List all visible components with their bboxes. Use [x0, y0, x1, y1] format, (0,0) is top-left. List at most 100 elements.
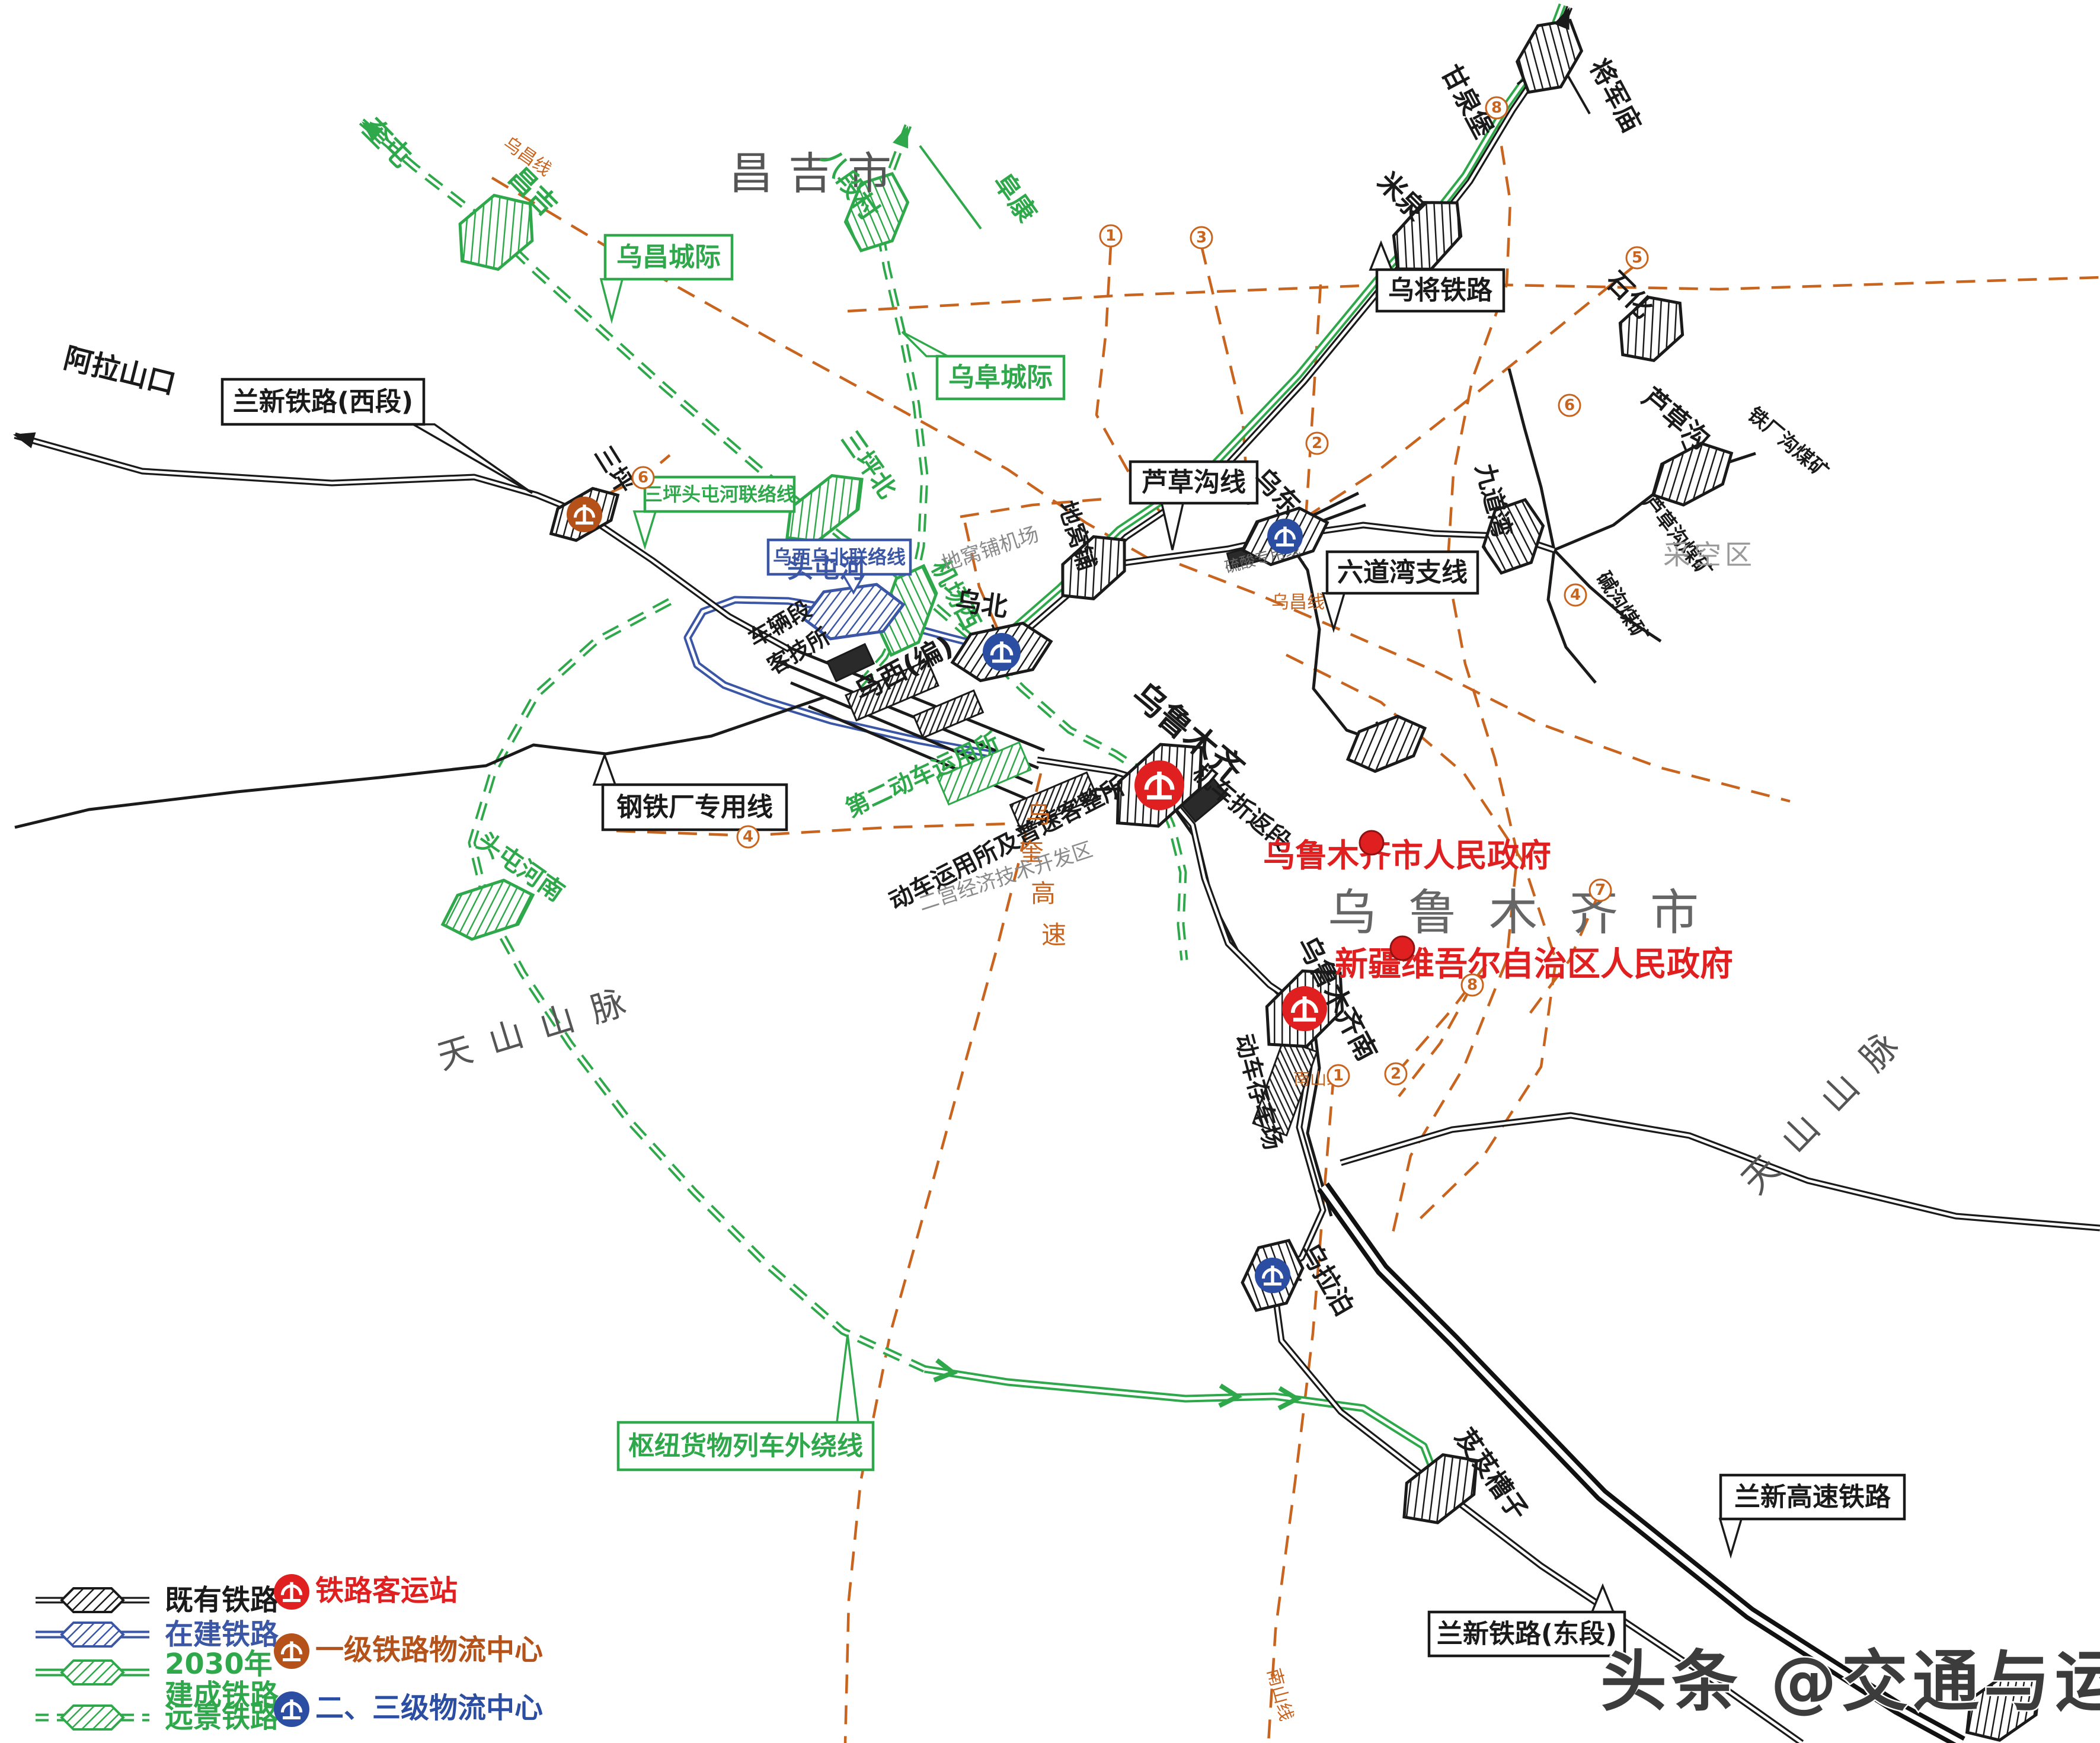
logo-bar [290, 1582, 293, 1600]
road-number-circle [1625, 246, 1649, 270]
railway-logo-brown [567, 497, 602, 532]
watermark-text: 头条 @交通与运输 [1600, 1643, 2100, 1720]
label-box [1129, 460, 1259, 505]
map-label: 采空区 [1663, 539, 1756, 571]
station-symbol-八段村 [843, 172, 910, 252]
station-symbol-芨芨槽子 [1402, 1453, 1478, 1524]
road-number-circle [1564, 583, 1587, 607]
railway-line-gF [470, 600, 926, 1371]
yard-block [826, 642, 875, 683]
line-name-label: 兰新高速铁路 [1734, 1482, 1891, 1512]
station-symbol-头屯河 [801, 583, 906, 641]
yard-block [912, 689, 985, 739]
label-box [766, 538, 912, 576]
legend-station-sample [60, 1622, 125, 1648]
label-box [1375, 268, 1506, 313]
road-number: 2 [1391, 1065, 1401, 1083]
label-box [1719, 1473, 1906, 1521]
label-box [1325, 550, 1479, 595]
map-label: 乌昌线 [1271, 592, 1325, 613]
railway-logo-red [1282, 986, 1327, 1031]
line-name-label: 乌将铁路 [1388, 276, 1493, 306]
station-label-tick [919, 145, 982, 230]
railway-line-ex [1340, 1114, 2100, 1230]
station-symbol-头屯河南 [440, 878, 535, 941]
railway-logo-red [1134, 760, 1184, 810]
road-number-circle [1327, 1064, 1350, 1088]
direction-arrow [893, 126, 909, 149]
direction-arrow [1554, 7, 1570, 30]
station-logos-layer [567, 497, 1327, 1293]
line-name-label: 乌阜城际 [948, 363, 1053, 393]
logo-base [283, 1658, 301, 1662]
label-box [616, 1421, 875, 1472]
logo-base [1293, 1018, 1316, 1022]
road-line [616, 822, 1008, 837]
railway-lines-layer [14, 3, 2100, 1743]
chevron-arrow [1277, 1386, 1302, 1411]
direction-arrows-layer [13, 7, 1570, 1411]
railway-logo-blue [1255, 1258, 1290, 1293]
legend-logo [274, 1633, 309, 1669]
road-number-circle [631, 466, 655, 490]
line-name-label: 乌昌城际 [616, 242, 721, 273]
boxed-labels-layer: 兰新铁路(西段)乌昌城际乌阜城际乌将铁路芦草沟线六道湾支线三坪头屯河联络线乌西乌… [220, 234, 1906, 1658]
road-number-circle [1384, 1062, 1408, 1086]
station-label-tick [1565, 72, 1591, 114]
railway-line-exS [1507, 368, 1556, 551]
map-label: 奎 [1019, 837, 1044, 866]
railway-logo-blue [983, 633, 1021, 671]
road-line [843, 773, 1043, 1743]
map-label: 乌鲁木齐市人民政府 [1263, 837, 1551, 874]
logo-bar [290, 1641, 293, 1659]
road-line [1200, 245, 1250, 506]
station-symbol-六道湾 [1345, 714, 1427, 773]
map-label: 速 [1041, 920, 1066, 949]
line-name-label: 三坪头屯河联络线 [644, 483, 795, 506]
logo-bar [1271, 1265, 1274, 1284]
road-line [1398, 984, 1473, 1098]
road-number: 4 [1570, 586, 1581, 604]
road-line [1285, 653, 1558, 1223]
railway-line-exS [1553, 549, 1662, 643]
road-line [1309, 263, 1638, 516]
line-name-label: 兰新铁路(西段) [233, 387, 413, 417]
road-number-circle [1190, 226, 1213, 250]
map-label: 头屯河 [787, 554, 865, 584]
railway-line-hsr [1321, 1185, 1964, 1743]
legend-label: 远景铁路 [165, 1701, 279, 1734]
legend-station-sample [60, 1587, 125, 1613]
line-name-label: 钢铁厂专用线 [616, 792, 773, 823]
yard-block [845, 659, 939, 722]
station-symbol-石化 [1618, 295, 1685, 363]
logo-bar [1000, 641, 1003, 661]
logo-base [1147, 795, 1172, 799]
legend-label: 既有铁路 [165, 1584, 279, 1617]
road-line [1395, 952, 1496, 1075]
legend-logo [274, 1574, 309, 1610]
label-box [603, 234, 734, 281]
station-symbol [1965, 1671, 2042, 1742]
logo-base [576, 522, 593, 525]
map-label: 高 [1031, 879, 1056, 908]
legend-station-sample [60, 1659, 125, 1686]
map-label: 乌 [1026, 799, 1051, 829]
railway-logo-blue [1267, 519, 1303, 554]
railway-line-gF [360, 120, 893, 572]
logo-base [283, 1599, 301, 1603]
road-line [1391, 115, 1519, 1233]
road-line [963, 522, 1005, 642]
logo-base [1264, 1283, 1281, 1286]
government-seat-dot [1359, 830, 1385, 856]
map-label: 乌鲁木齐市 [1328, 885, 1731, 941]
line-name-label: 兰新铁路(东段) [1437, 1619, 1617, 1649]
logo-bar [583, 504, 586, 523]
logo-base [283, 1716, 301, 1720]
legend-station-sample [60, 1704, 125, 1731]
legend-label: 在建铁路 [165, 1618, 279, 1651]
road-number-circle [1099, 224, 1123, 248]
map-label: 昌吉市 [729, 148, 907, 199]
station-symbol-甘泉堡 [1515, 18, 1584, 94]
logo-bar [1302, 996, 1307, 1019]
